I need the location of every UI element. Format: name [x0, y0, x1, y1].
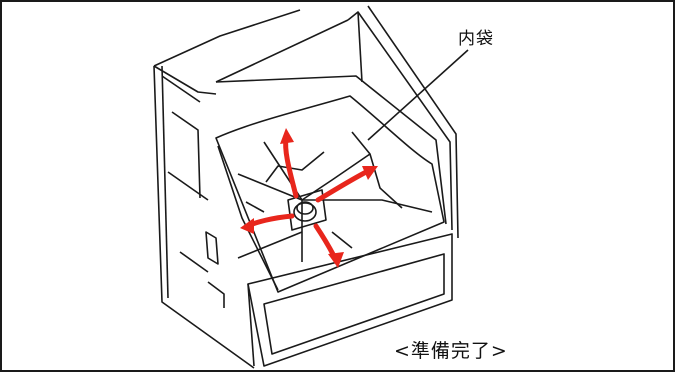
inner-bag-label: 内袋: [458, 29, 494, 49]
box-front-drawer: [247, 233, 453, 367]
ready-caption: <準備完了>: [394, 340, 508, 362]
box-back-wall: [215, 5, 459, 239]
callout-leader-line: [367, 49, 469, 141]
arrow-up-left-icon: [283, 135, 299, 199]
inner-bag: [215, 95, 445, 293]
arrow-left-icon: [245, 213, 295, 229]
box-left-wall: [153, 9, 301, 369]
center-nozzle: [287, 189, 327, 231]
